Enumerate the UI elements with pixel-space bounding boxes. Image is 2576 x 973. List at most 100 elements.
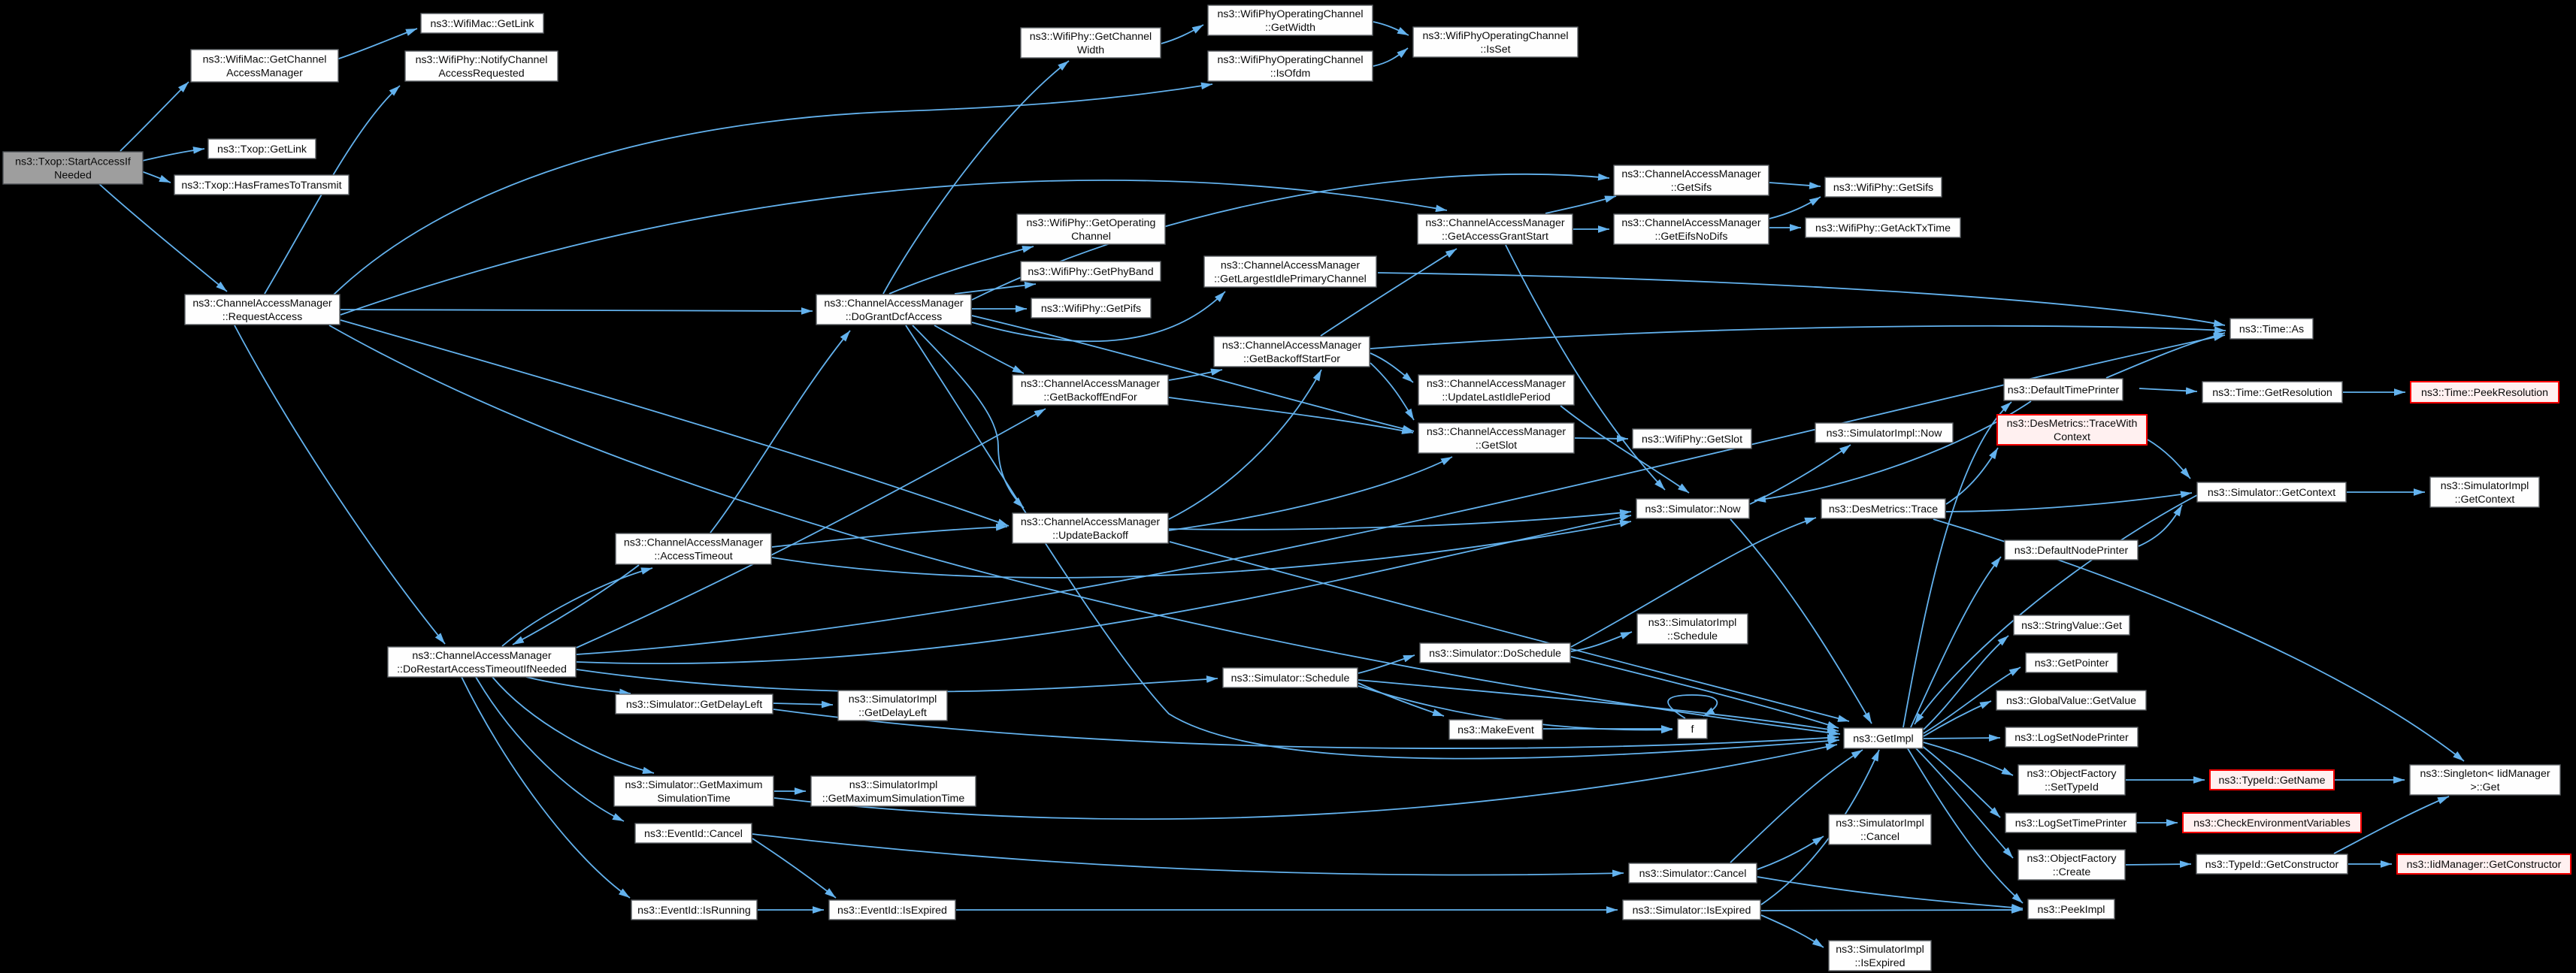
svg-text:ns3::WifiPhyOperatingChannel: ns3::WifiPhyOperatingChannel: [1218, 54, 1364, 66]
svg-text:ns3::Txop::HasFramesToTransmit: ns3::Txop::HasFramesToTransmit: [181, 180, 341, 192]
svg-text:ns3::DefaultNodePrinter: ns3::DefaultNodePrinter: [2014, 545, 2129, 557]
svg-text:ns3::Simulator::GetDelayLeft: ns3::Simulator::GetDelayLeft: [626, 699, 762, 711]
svg-text:ns3::SimulatorImpl: ns3::SimulatorImpl: [2441, 480, 2529, 492]
svg-text:ns3::Simulator::Cancel: ns3::Simulator::Cancel: [1639, 868, 1747, 880]
svg-text:::GetBackoffStartFor: ::GetBackoffStartFor: [1243, 353, 1340, 365]
svg-text:ns3::SimulatorImpl: ns3::SimulatorImpl: [849, 779, 937, 791]
svg-text:ns3::WifiPhy::GetPifs: ns3::WifiPhy::GetPifs: [1041, 303, 1141, 315]
svg-text:ns3::GlobalValue::GetValue: ns3::GlobalValue::GetValue: [2006, 695, 2136, 707]
svg-text:::DoGrantDcfAccess: ::DoGrantDcfAccess: [846, 311, 943, 323]
svg-text:ns3::ChannelAccessManager: ns3::ChannelAccessManager: [1427, 378, 1566, 390]
svg-text:ns3::GetPointer: ns3::GetPointer: [2035, 657, 2109, 669]
svg-text:ns3::Simulator::DoSchedule: ns3::Simulator::DoSchedule: [1429, 648, 1561, 660]
svg-text:ns3::WifiPhy::NotifyChannel: ns3::WifiPhy::NotifyChannel: [416, 54, 548, 66]
svg-text:::GetWidth: ::GetWidth: [1265, 22, 1315, 34]
svg-text:::GetBackoffEndFor: ::GetBackoffEndFor: [1043, 391, 1137, 403]
svg-text:::IsOfdm: ::IsOfdm: [1270, 68, 1311, 80]
svg-text:ns3::ChannelAccessManager: ns3::ChannelAccessManager: [824, 298, 964, 310]
svg-text:ns3::ChannelAccessManager: ns3::ChannelAccessManager: [1222, 340, 1362, 352]
svg-text:ns3::ObjectFactory: ns3::ObjectFactory: [2027, 853, 2117, 865]
svg-text:ns3::Simulator::Schedule: ns3::Simulator::Schedule: [1231, 672, 1350, 684]
svg-text:::UpdateLastIdlePeriod: ::UpdateLastIdlePeriod: [1442, 391, 1550, 403]
svg-text:ns3::ObjectFactory: ns3::ObjectFactory: [2027, 768, 2117, 780]
svg-text:Width: Width: [1077, 44, 1104, 56]
svg-text:ns3::StringValue::Get: ns3::StringValue::Get: [2021, 620, 2122, 632]
svg-text:AccessManager: AccessManager: [226, 68, 303, 80]
svg-text:f: f: [1691, 724, 1694, 736]
svg-text:::Cancel: ::Cancel: [1860, 831, 1899, 843]
svg-text:ns3::ChannelAccessManager: ns3::ChannelAccessManager: [1021, 378, 1161, 390]
svg-text:ns3::Txop::GetLink: ns3::Txop::GetLink: [217, 144, 307, 156]
svg-text:ns3::ChannelAccessManager: ns3::ChannelAccessManager: [412, 650, 552, 662]
svg-text:ns3::ChannelAccessManager: ns3::ChannelAccessManager: [1021, 516, 1161, 528]
svg-text:::Schedule: ::Schedule: [1667, 630, 1718, 642]
svg-text:SimulationTime: SimulationTime: [657, 793, 730, 805]
svg-text:ns3::EventId::Cancel: ns3::EventId::Cancel: [644, 828, 743, 840]
svg-text:ns3::LogSetNodePrinter: ns3::LogSetNodePrinter: [2014, 732, 2129, 744]
svg-text:ns3::Txop::StartAccessIf: ns3::Txop::StartAccessIf: [15, 156, 131, 168]
svg-text:::RequestAccess: ::RequestAccess: [222, 311, 302, 323]
svg-text:ns3::SimulatorImpl: ns3::SimulatorImpl: [849, 693, 937, 706]
svg-text:::GetSlot: ::GetSlot: [1476, 440, 1517, 452]
svg-text:ns3::SimulatorImpl::Now: ns3::SimulatorImpl::Now: [1827, 428, 1943, 440]
svg-text:AccessRequested: AccessRequested: [438, 68, 524, 80]
svg-text:ns3::EventId::IsExpired: ns3::EventId::IsExpired: [837, 905, 947, 917]
svg-text:::IsExpired: ::IsExpired: [1854, 957, 1905, 969]
svg-text:ns3::Time::GetResolution: ns3::Time::GetResolution: [2212, 387, 2332, 399]
svg-text:ns3::WifiPhy::GetAckTxTime: ns3::WifiPhy::GetAckTxTime: [1815, 222, 1951, 234]
svg-text:ns3::WifiPhy::GetChannel: ns3::WifiPhy::GetChannel: [1030, 31, 1152, 43]
svg-text:ns3::DesMetrics::TraceWith: ns3::DesMetrics::TraceWith: [2007, 418, 2138, 430]
svg-text:ns3::WifiMac::GetChannel: ns3::WifiMac::GetChannel: [203, 53, 327, 65]
svg-text:ns3::Singleton< IidManager: ns3::Singleton< IidManager: [2420, 768, 2550, 780]
svg-text:ns3::CheckEnvironmentVariables: ns3::CheckEnvironmentVariables: [2193, 817, 2350, 829]
svg-text:ns3::ChannelAccessManager: ns3::ChannelAccessManager: [1621, 168, 1761, 180]
svg-text:ns3::WifiPhy::GetSifs: ns3::WifiPhy::GetSifs: [1833, 182, 1933, 194]
svg-text:ns3::TypeId::GetName: ns3::TypeId::GetName: [2219, 775, 2326, 787]
svg-text:ns3::ChannelAccessManager: ns3::ChannelAccessManager: [1621, 217, 1761, 229]
svg-text:ns3::WifiPhy::GetSlot: ns3::WifiPhy::GetSlot: [1642, 434, 1742, 446]
svg-text:ns3::ChannelAccessManager: ns3::ChannelAccessManager: [1427, 426, 1566, 438]
svg-text:ns3::Simulator::GetMaximum: ns3::Simulator::GetMaximum: [625, 779, 763, 791]
svg-text:ns3::ChannelAccessManager: ns3::ChannelAccessManager: [1221, 259, 1361, 271]
svg-text:::SetTypeId: ::SetTypeId: [2045, 781, 2099, 793]
svg-text:ns3::GetImpl: ns3::GetImpl: [1853, 733, 1913, 745]
svg-text:ns3::Time::As: ns3::Time::As: [2239, 324, 2304, 336]
svg-text:ns3::WifiPhy::GetPhyBand: ns3::WifiPhy::GetPhyBand: [1028, 266, 1153, 278]
svg-text:ns3::ChannelAccessManager: ns3::ChannelAccessManager: [1425, 217, 1565, 229]
svg-text:ns3::DefaultTimePrinter: ns3::DefaultTimePrinter: [2008, 385, 2120, 397]
svg-text:ns3::PeekImpl: ns3::PeekImpl: [2038, 904, 2105, 916]
svg-text:ns3::Simulator::Now: ns3::Simulator::Now: [1645, 503, 1742, 515]
svg-text:::GetLargestIdlePrimaryChannel: ::GetLargestIdlePrimaryChannel: [1214, 273, 1367, 286]
svg-text:ns3::IidManager::GetConstructo: ns3::IidManager::GetConstructor: [2407, 859, 2562, 871]
svg-text:ns3::SimulatorImpl: ns3::SimulatorImpl: [1648, 617, 1736, 629]
svg-text:::GetEifsNoDifs: ::GetEifsNoDifs: [1655, 231, 1728, 243]
svg-text:ns3::WifiMac::GetLink: ns3::WifiMac::GetLink: [431, 18, 535, 30]
svg-text:ns3::SimulatorImpl: ns3::SimulatorImpl: [1836, 817, 1924, 829]
svg-text:Context: Context: [2054, 431, 2090, 443]
svg-text:::GetContext: ::GetContext: [2455, 494, 2515, 506]
svg-text:Needed: Needed: [54, 170, 92, 182]
svg-text:ns3::Simulator::GetContext: ns3::Simulator::GetContext: [2208, 487, 2335, 499]
svg-text:::DoRestartAccessTimeoutIfNeed: ::DoRestartAccessTimeoutIfNeeded: [397, 663, 567, 675]
svg-text:ns3::LogSetTimePrinter: ns3::LogSetTimePrinter: [2015, 817, 2127, 829]
svg-text:ns3::MakeEvent: ns3::MakeEvent: [1458, 724, 1534, 736]
svg-text:ns3::Simulator::IsExpired: ns3::Simulator::IsExpired: [1633, 905, 1751, 917]
svg-text:ns3::SimulatorImpl: ns3::SimulatorImpl: [1836, 944, 1924, 956]
svg-text:ns3::WifiPhy::GetOperating: ns3::WifiPhy::GetOperating: [1027, 217, 1156, 229]
svg-text:::IsSet: ::IsSet: [1480, 44, 1510, 56]
svg-text:>::Get: >::Get: [2470, 781, 2499, 793]
svg-text:::Create: ::Create: [2053, 866, 2091, 878]
svg-text:::GetDelayLeft: ::GetDelayLeft: [858, 707, 927, 719]
svg-text:ns3::EventId::IsRunning: ns3::EventId::IsRunning: [637, 905, 751, 917]
svg-text:ns3::WifiPhyOperatingChannel: ns3::WifiPhyOperatingChannel: [1218, 8, 1364, 20]
svg-text:ns3::ChannelAccessManager: ns3::ChannelAccessManager: [624, 536, 764, 548]
svg-text:ns3::DesMetrics::Trace: ns3::DesMetrics::Trace: [1829, 503, 1938, 515]
svg-text:ns3::Time::PeekResolution: ns3::Time::PeekResolution: [2421, 387, 2548, 399]
svg-text:ns3::WifiPhyOperatingChannel: ns3::WifiPhyOperatingChannel: [1423, 30, 1569, 42]
svg-text:::GetMaximumSimulationTime: ::GetMaximumSimulationTime: [822, 793, 965, 805]
svg-text:::GetAccessGrantStart: ::GetAccessGrantStart: [1442, 231, 1548, 243]
svg-text:ns3::ChannelAccessManager: ns3::ChannelAccessManager: [192, 298, 332, 310]
svg-text:Channel: Channel: [1071, 231, 1111, 243]
svg-text:::UpdateBackoff: ::UpdateBackoff: [1052, 530, 1128, 542]
svg-text:::AccessTimeout: ::AccessTimeout: [654, 551, 732, 563]
